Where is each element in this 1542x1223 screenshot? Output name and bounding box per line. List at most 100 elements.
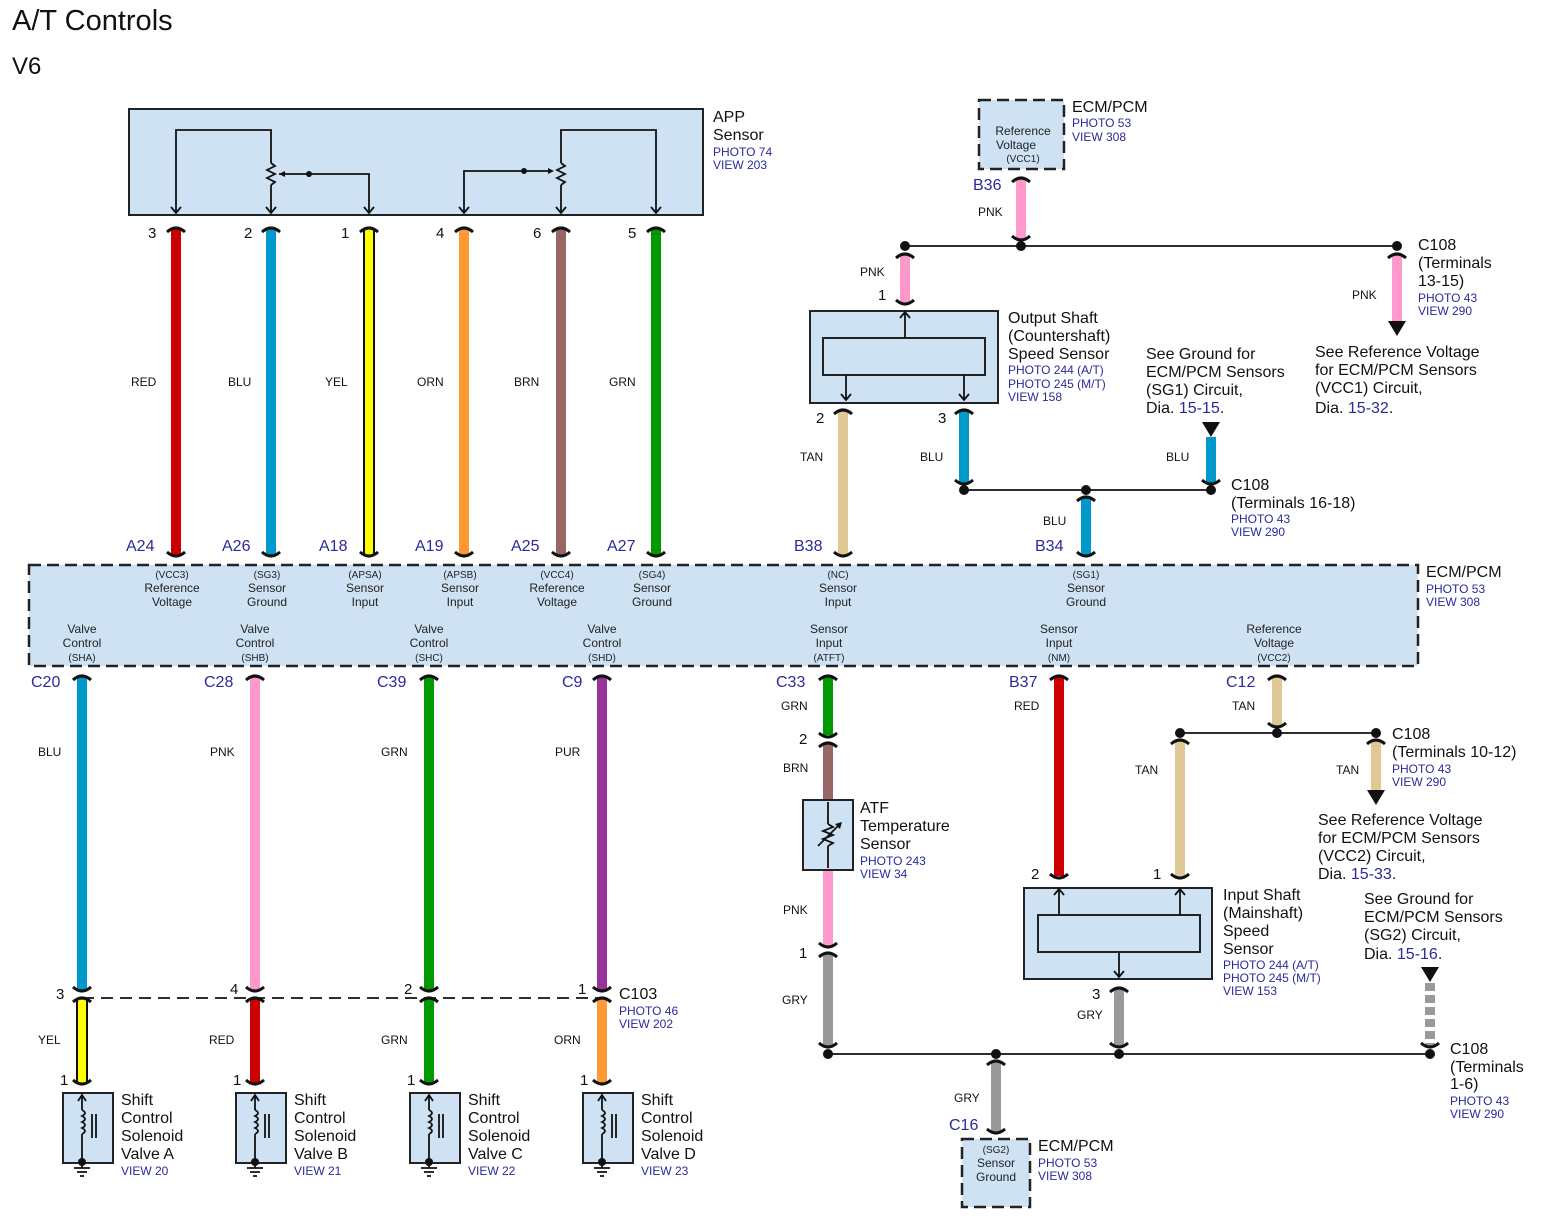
splice-point: [823, 1049, 833, 1059]
connector-name: C103: [619, 986, 657, 1003]
ecm-sg2-box[interactable]: [960, 1137, 1032, 1209]
view-link[interactable]: VIEW 308: [1426, 595, 1480, 609]
app-pin-number: 5: [628, 225, 636, 242]
output-shaft-sensor-box[interactable]: [809, 310, 999, 404]
photo-link[interactable]: PHOTO 244 (A/T): [1008, 363, 1104, 377]
connector-terminal: [1049, 872, 1069, 880]
connector-terminal: [166, 226, 186, 234]
c108-terminals-10-12[interactable]: C108 (Terminals 10-12) PHOTO 43 VIEW 290…: [1336, 726, 1516, 805]
view-link[interactable]: VIEW 290: [1392, 775, 1446, 789]
ecm-pin-id: A24: [126, 538, 155, 555]
ecm-terminal-code: (NM): [1048, 653, 1070, 664]
view-link[interactable]: VIEW 34: [860, 867, 908, 881]
ground-icon: [247, 1162, 263, 1177]
solenoid-name: Valve C: [468, 1146, 523, 1163]
diagram-link-15-16[interactable]: 15-16: [1397, 946, 1438, 963]
c103-connector[interactable]: C103 PHOTO 46 VIEW 202: [619, 986, 678, 1031]
ground-icon: [594, 1162, 610, 1177]
view-link[interactable]: VIEW 290: [1231, 525, 1285, 539]
wire-color-label: RED: [209, 1033, 235, 1047]
view-link[interactable]: VIEW 20: [121, 1164, 169, 1178]
photo-link[interactable]: PHOTO 243: [860, 854, 926, 868]
diagram-link-15-15[interactable]: 15-15: [1179, 400, 1220, 417]
diagram-link-15-33[interactable]: 15-33: [1351, 866, 1392, 883]
ecm-pin-id: A25: [511, 538, 540, 555]
input-shaft-speed-sensor[interactable]: 2 1 Input Shaft (Mainshaft) Speed Sensor…: [1023, 866, 1321, 1022]
ecm-sg2[interactable]: GRY C16 (SG2) Sensor Ground ECM/PCM PHOT…: [949, 1091, 1114, 1209]
photo-link[interactable]: PHOTO 43: [1392, 762, 1451, 776]
ecm-sg2-code: (SG2): [983, 1145, 1010, 1156]
photo-link[interactable]: PHOTO 53: [1426, 582, 1485, 596]
wire-color-label: PNK: [1352, 288, 1377, 302]
wire-tan: [1175, 740, 1185, 876]
solenoid-name: Valve B: [294, 1146, 348, 1163]
photo-link-2[interactable]: PHOTO 245 (M/T): [1008, 377, 1106, 391]
ecm-vcc1-photo-link[interactable]: PHOTO 53: [1072, 116, 1131, 130]
ecm-sg2-name: ECM/PCM: [1038, 1138, 1114, 1155]
wire-pnk: [900, 254, 910, 302]
wire-red: [250, 998, 260, 1084]
connector-terminal: [818, 731, 838, 739]
note-line: Dia. 15-32.: [1315, 400, 1393, 417]
wire-pnk: [823, 870, 833, 946]
connector-terminal: [245, 1078, 265, 1086]
solenoid-box[interactable]: [582, 1092, 634, 1164]
solenoid-box[interactable]: [62, 1092, 114, 1164]
view-link[interactable]: VIEW 290: [1450, 1107, 1504, 1121]
view-link[interactable]: VIEW 23: [641, 1164, 689, 1178]
note-line: (SG2) Circuit,: [1364, 927, 1461, 944]
photo-link[interactable]: PHOTO 244 (A/T): [1223, 958, 1319, 972]
photo-link[interactable]: PHOTO 43: [1418, 291, 1477, 305]
pin-number: 1: [878, 287, 886, 304]
solenoid-box[interactable]: [409, 1092, 461, 1164]
ecm-vcc1[interactable]: Reference Voltage (VCC1) ECM/PCM PHOTO 5…: [973, 98, 1148, 219]
solenoid-name: Solenoid: [121, 1128, 183, 1145]
photo-link[interactable]: PHOTO 46: [619, 1004, 678, 1018]
component-name-4: Sensor: [1223, 941, 1274, 958]
connector-terminal: [359, 550, 379, 558]
connector-terminal: [818, 741, 838, 749]
ecm-terminal-code: (SG4): [639, 570, 666, 581]
view-link[interactable]: VIEW 21: [294, 1164, 342, 1178]
ecm-terminal-label: Sensor: [1067, 581, 1105, 595]
diagram-link-15-32[interactable]: 15-32: [1348, 400, 1389, 417]
photo-link[interactable]: PHOTO 43: [1450, 1094, 1509, 1108]
c108-terminals-16-18[interactable]: C108 (Terminals 16-18) PHOTO 43 VIEW 290: [1231, 477, 1355, 539]
wire-brn: [823, 743, 833, 800]
view-link[interactable]: VIEW 22: [468, 1164, 516, 1178]
c108-terminals-1-6[interactable]: C108 (Terminals 1-6) PHOTO 43 VIEW 290: [1450, 1041, 1524, 1121]
view-link[interactable]: VIEW 158: [1008, 390, 1062, 404]
pin-number: 1: [580, 1072, 588, 1089]
photo-link[interactable]: PHOTO 53: [1038, 1156, 1097, 1170]
photo-link-2[interactable]: PHOTO 245 (M/T): [1223, 971, 1321, 985]
ecm-pcm-box[interactable]: [27, 563, 1420, 668]
app-sensor-view-link[interactable]: VIEW 203: [713, 158, 767, 172]
ecm-vcc1-view-link[interactable]: VIEW 308: [1072, 130, 1126, 144]
app-sensor-photo-link[interactable]: PHOTO 74: [713, 145, 772, 159]
view-link[interactable]: VIEW 202: [619, 1017, 673, 1031]
connector-terminals: (Terminals: [1450, 1059, 1524, 1076]
connector-terminal: [986, 1059, 1006, 1067]
view-link[interactable]: VIEW 308: [1038, 1169, 1092, 1183]
solenoid-box[interactable]: [235, 1092, 287, 1164]
view-link[interactable]: VIEW 153: [1223, 984, 1277, 998]
continuation-arrow-icon: [1388, 321, 1406, 336]
wire-blu: [1081, 497, 1091, 555]
output-shaft-speed-sensor[interactable]: Output Shaft (Countershaft) Speed Sensor…: [800, 310, 1110, 464]
input-shaft-sensor-box[interactable]: [1023, 887, 1213, 980]
ecm-vcc1-box[interactable]: [977, 98, 1066, 171]
note-line: See Reference Voltage: [1315, 344, 1480, 361]
photo-link[interactable]: PHOTO 43: [1231, 512, 1290, 526]
app-sensor-box[interactable]: [128, 108, 704, 216]
c108-terminals-13-15[interactable]: C108 (Terminals 13-15) PHOTO 43 VIEW 290…: [1352, 237, 1492, 336]
component-name-2: (Countershaft): [1008, 328, 1110, 345]
atf-temperature-sensor[interactable]: GRN 2 BRN ATF Temperature Sensor PHOTO 2…: [781, 699, 950, 1007]
ecm-pcm-main[interactable]: (VCC3)ReferenceVoltage(SG3)SensorGround(…: [27, 563, 1502, 668]
app-sensor[interactable]: APP Sensor PHOTO 74 VIEW 203: [128, 108, 772, 216]
view-link[interactable]: VIEW 290: [1418, 304, 1472, 318]
pin-number: 1: [799, 945, 807, 962]
